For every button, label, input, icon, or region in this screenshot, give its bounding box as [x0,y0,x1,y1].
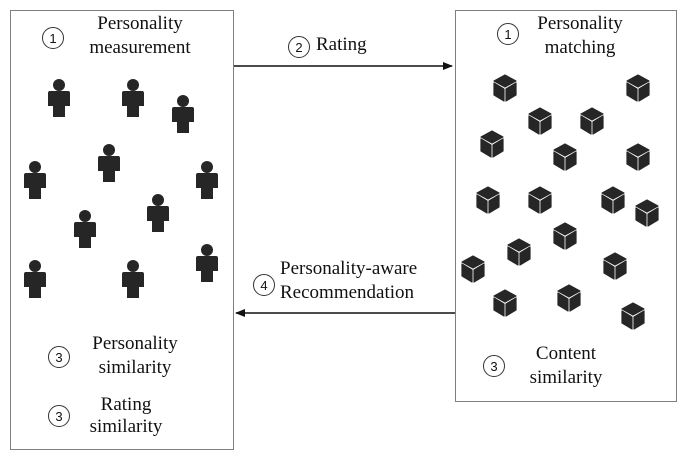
cube-icon [480,130,504,158]
cube-icon [476,186,500,214]
user-icon [122,260,144,298]
personality-similarity-label: Personality similarity [72,332,198,380]
cube-icon [557,284,581,312]
cube-icon [493,289,517,317]
rating-similarity-line2: similarity [89,415,163,437]
personality-measurement-line2: measurement [89,36,191,58]
user-icon [24,260,46,298]
cube-icon [601,186,625,214]
rating-similarity-line1: Rating [100,394,152,415]
cube-icon [528,107,552,135]
cube-icon [493,74,517,102]
cube-icon [553,143,577,171]
personality-measurement-label: Personality measurement [70,12,210,60]
cube-icon [603,252,627,280]
user-icon [147,194,169,232]
recommendation-line1: Personality-aware [280,258,418,279]
personality-similarity-line2: similarity [98,356,172,378]
personality-similarity-line1: Personality [92,333,178,354]
step-4-badge: 4 [253,274,275,296]
cube-icon [580,107,604,135]
cube-icon [621,302,645,330]
content-similarity-line2: similarity [529,366,603,388]
recommendation-line2: Recommendation [280,281,415,303]
step-1-badge-left: 1 [42,27,64,49]
cube-icon [461,255,485,283]
item-icons [461,74,659,330]
content-similarity-label: Content similarity [512,342,620,390]
personality-matching-label: Personality matching [518,12,642,60]
users-panel [10,10,234,450]
user-icon [172,95,194,133]
user-icons [24,79,218,298]
rating-similarity-label: Rating similarity [76,394,176,438]
user-icon [98,144,120,182]
cube-icon [626,143,650,171]
cube-icon [553,222,577,250]
user-icon [122,79,144,117]
user-icon [48,79,70,117]
cube-icon [528,186,552,214]
step-3-badge-personality: 3 [48,346,70,368]
cube-icon [635,199,659,227]
step-3-badge-content: 3 [483,355,505,377]
step-1-badge-right: 1 [497,23,519,45]
step-3-badge-rating: 3 [48,405,70,427]
user-icon [74,210,96,248]
recommendation-arrow-label: Personality-aware Recommendation [280,257,450,305]
content-similarity-line1: Content [535,343,597,364]
user-icon [24,161,46,199]
user-icon [196,244,218,282]
personality-matching-line1: Personality [537,13,623,34]
cube-icon [626,74,650,102]
personality-matching-line2: matching [544,36,616,58]
rating-arrow-label: Rating [316,34,367,55]
step-2-badge: 2 [288,36,310,58]
user-icon [196,161,218,199]
cube-icon [507,238,531,266]
personality-measurement-line1: Personality [97,13,183,34]
